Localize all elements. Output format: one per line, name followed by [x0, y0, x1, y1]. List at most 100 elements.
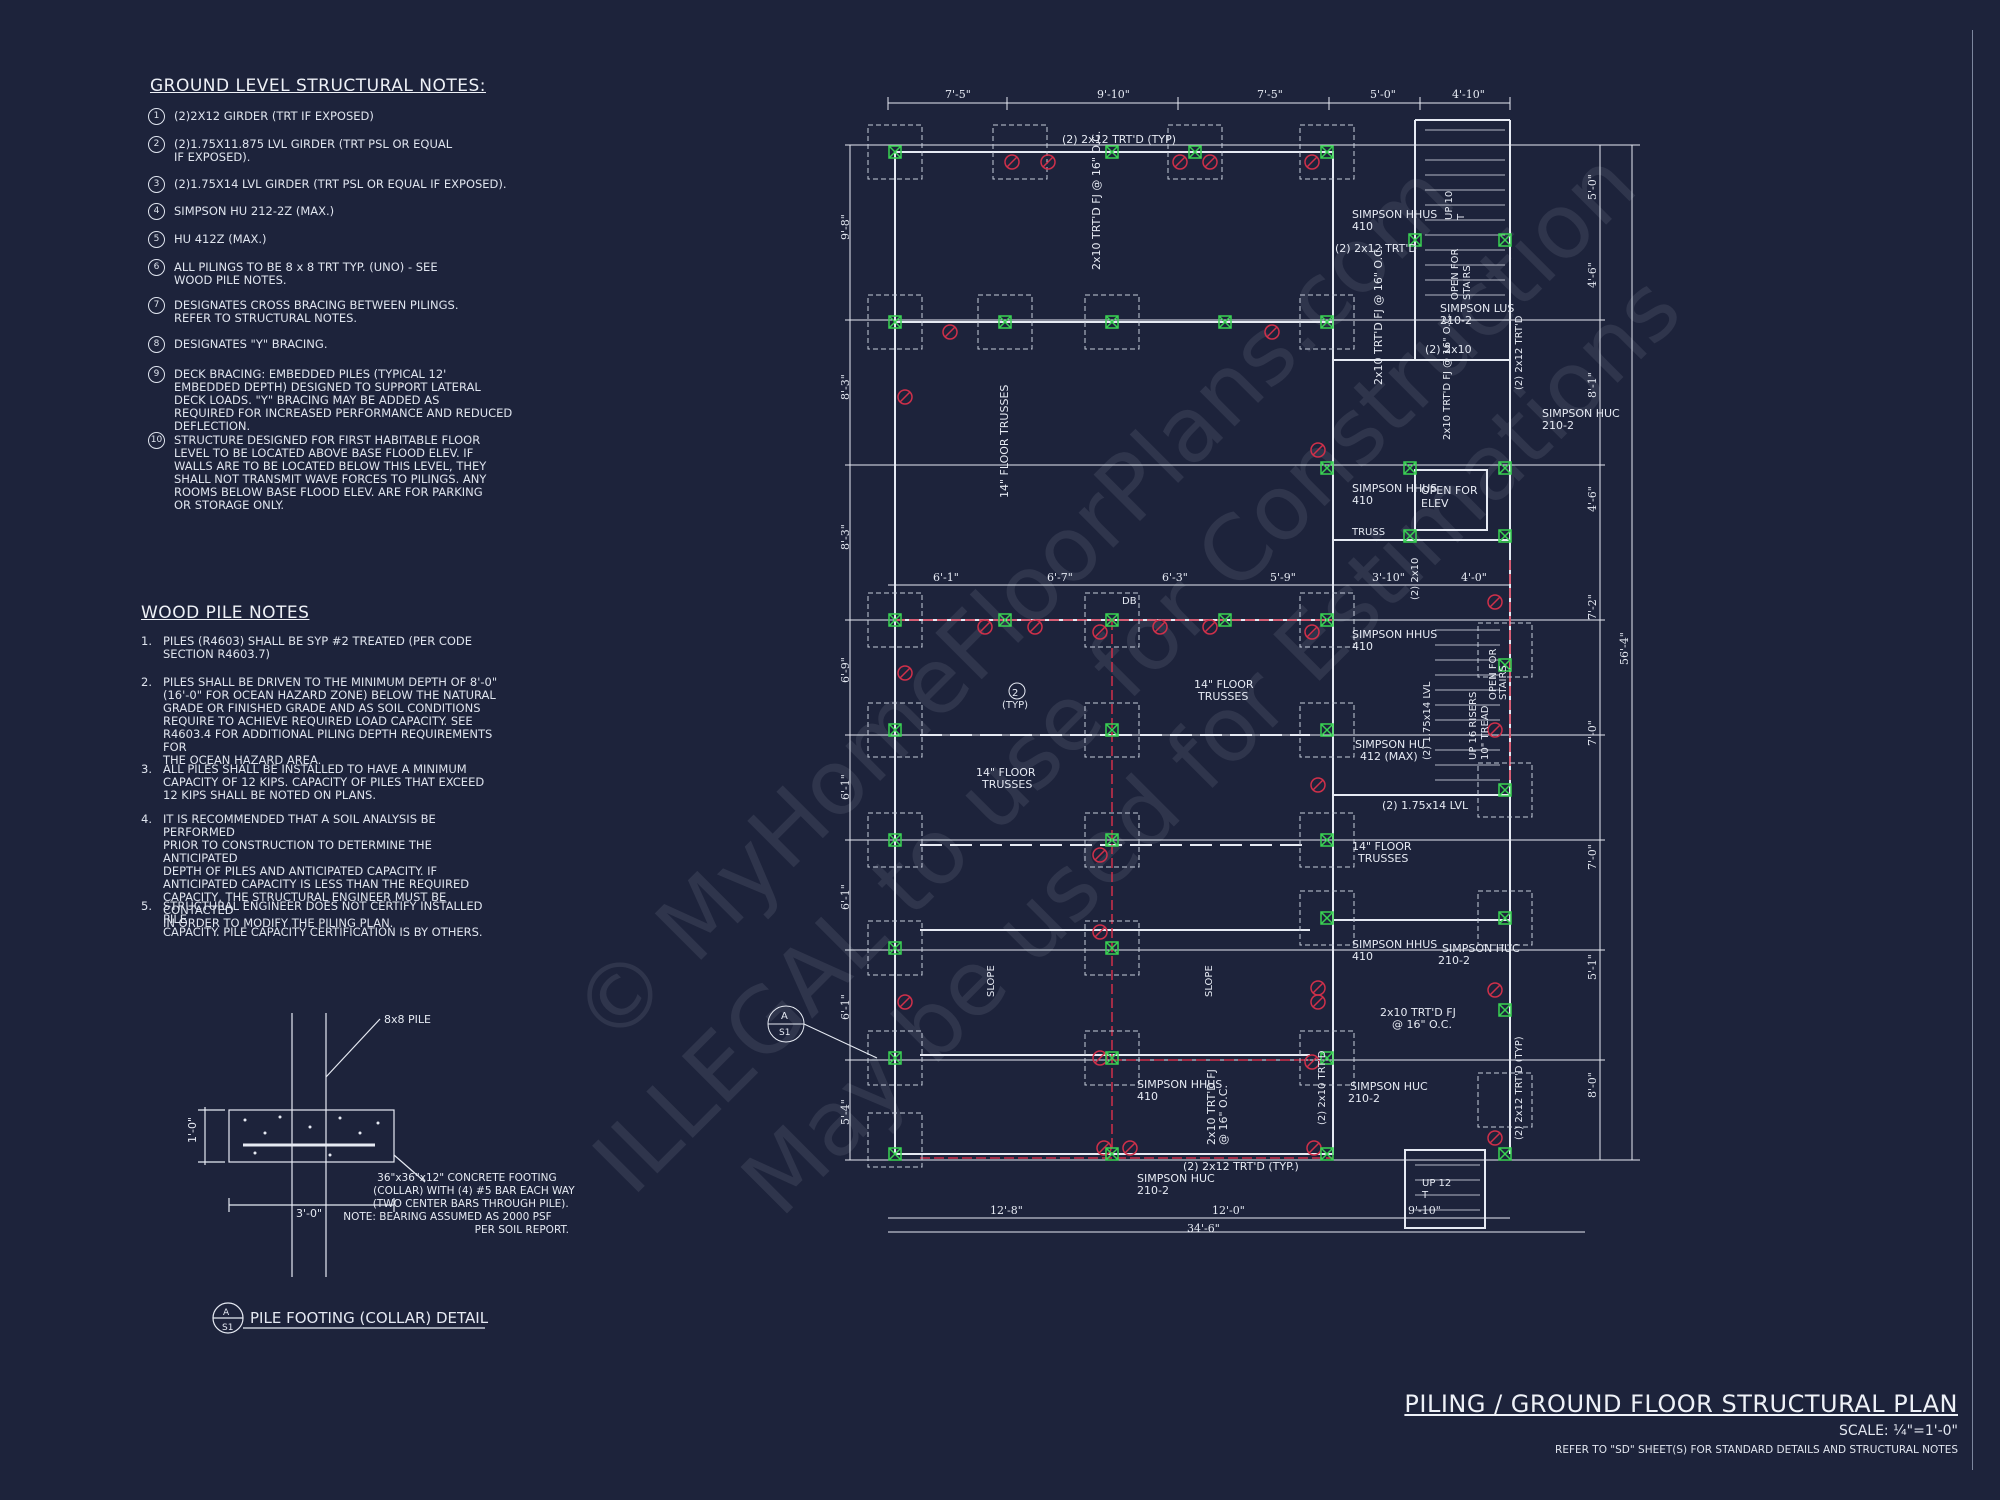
fj-mid-label: 2x10 TRT'D FJ @ 16" O.C.: [1372, 246, 1385, 385]
svg-text:6'-1": 6'-1": [933, 571, 959, 584]
svg-text:4'-0": 4'-0": [1461, 571, 1487, 584]
pile-box: [1084, 812, 1140, 868]
bracing-lines: [895, 560, 1511, 1159]
note-number: 6: [148, 259, 165, 276]
bracing-mark: [1487, 594, 1503, 610]
note-text: (2)1.75X14 LVL GIRDER (TRT PSL OR EQUAL …: [174, 177, 507, 191]
svg-text:(2) 2x12 TRT'D (TYP): (2) 2x12 TRT'D (TYP): [1062, 133, 1176, 146]
bracing-mark: [897, 389, 913, 405]
ground-note-item: 6 ALL PILINGS TO BE 8 x 8 TRT TYP. (UNO) …: [148, 259, 514, 287]
wood-notes-heading: WOOD PILE NOTES: [141, 603, 310, 623]
pile-box: [1477, 890, 1533, 946]
bracing-mark: [1310, 980, 1326, 996]
svg-text:(TYP): (TYP): [1002, 700, 1028, 711]
note-text: DECK BRACING: EMBEDDED PILES (TYPICAL 12…: [174, 367, 513, 433]
ground-notes-heading: GROUND LEVEL STRUCTURAL NOTES:: [150, 76, 486, 96]
svg-text:5'-0": 5'-0": [1370, 88, 1396, 101]
wood-note-item: 2.PILES SHALL BE DRIVEN TO THE MINIMUM D…: [141, 676, 503, 767]
svg-text:(2) 2x12 TRT'D: (2) 2x12 TRT'D: [1335, 242, 1417, 255]
svg-text:(2) 2x12 TRT'D: (2) 2x12 TRT'D: [1514, 315, 1525, 390]
note-text: ALL PILES SHALL BE INSTALLED TO HAVE A M…: [163, 762, 485, 802]
svg-text:(2) 2x10: (2) 2x10: [1425, 343, 1472, 356]
pile-boxes: [867, 124, 1533, 1168]
svg-text:6'-1": 6'-1": [839, 774, 852, 800]
pile-marker: [1105, 145, 1119, 159]
note-number: 1: [148, 108, 165, 125]
svg-text:6'-1": 6'-1": [839, 994, 852, 1020]
svg-text:7'-5": 7'-5": [945, 88, 971, 101]
svg-text:(2) 2x12 TRT'D (TYP.): (2) 2x12 TRT'D (TYP.): [1183, 1160, 1299, 1173]
pile-marker: [888, 145, 902, 159]
bracing-mark: [1304, 154, 1320, 170]
svg-text:7'-0": 7'-0": [1586, 844, 1599, 870]
note-number: 5: [148, 231, 165, 248]
ground-note-item: 1(2)2X12 GIRDER (TRT IF EXPOSED): [148, 108, 514, 125]
wood-note-item: 5.STRUCTURAL ENGINEER DOES NOT CERTIFY I…: [141, 899, 503, 939]
sheet-title: PILING / GROUND FLOOR STRUCTURAL PLAN: [1404, 1390, 1958, 1418]
note-number: 8: [148, 336, 165, 353]
svg-text:8'-0": 8'-0": [1586, 1072, 1599, 1098]
bracing-mark: [1487, 982, 1503, 998]
svg-text:5'-0": 5'-0": [1586, 174, 1599, 200]
note-text: STRUCTURAL ENGINEER DOES NOT CERTIFY INS…: [163, 899, 483, 939]
pile-marker: [1498, 1003, 1512, 1017]
svg-text:(2) 2x10 TRT'D: (2) 2x10 TRT'D: [1317, 1050, 1328, 1125]
pile-marker: [1320, 833, 1334, 847]
pile-marker: [1188, 145, 1202, 159]
svg-text:S1: S1: [779, 1028, 790, 1038]
pile-marker: [1498, 233, 1512, 247]
bracing-mark: [1310, 777, 1326, 793]
pile-marker: [1320, 461, 1334, 475]
svg-text:5'-1": 5'-1": [1586, 954, 1599, 980]
svg-text:9'-10": 9'-10": [1097, 88, 1130, 101]
bracing-mark: [1310, 442, 1326, 458]
svg-text:12'-0": 12'-0": [1212, 1204, 1245, 1217]
pile-box: [867, 812, 923, 868]
bracing-mark: [1202, 619, 1218, 635]
svg-text:2: 2: [1012, 688, 1018, 699]
svg-text:TRUSS: TRUSS: [1351, 527, 1385, 538]
fj-small-label: 2x10 TRT'D FJ @ 16" O.C.: [1442, 313, 1453, 440]
detail-title: PILE FOOTING (COLLAR) DETAIL: [250, 1309, 489, 1327]
pile-box: [1477, 1072, 1533, 1128]
svg-text:6'-7": 6'-7": [1047, 571, 1073, 584]
pile-marker: [1105, 1051, 1119, 1065]
pile-marker: [1105, 1147, 1119, 1161]
note-text: HU 412Z (MAX.): [174, 232, 267, 246]
svg-text:(2) 2x12 TRT'D (TYP): (2) 2x12 TRT'D (TYP): [1514, 1036, 1525, 1140]
pile-marker: [1105, 723, 1119, 737]
pile-marker: [1218, 315, 1232, 329]
bracing-mark: [1004, 154, 1020, 170]
structure-outline: [894, 119, 1511, 1229]
pile-box: [1299, 1030, 1355, 1086]
sheet-scale: SCALE: ¼"=1'-0": [1839, 1423, 1958, 1439]
height-dimension: 1'-0": [186, 1117, 199, 1143]
note-text: DESIGNATES "Y" BRACING.: [174, 337, 328, 351]
note-number: 4.: [141, 812, 152, 826]
pile-marker: [888, 1051, 902, 1065]
svg-text:5'-4": 5'-4": [839, 1099, 852, 1125]
pile-box: [992, 124, 1048, 180]
stair-treads: [1415, 129, 1505, 1211]
bracing-mark: [897, 994, 913, 1010]
sheet-border: [1972, 30, 1973, 1470]
pile-marker: [1105, 613, 1119, 627]
pile-marker: [1498, 783, 1512, 797]
pile-marker: [1498, 1147, 1512, 1161]
pile-box: [867, 1030, 923, 1086]
wood-note-item: 4.IT IS RECOMMENDED THAT A SOIL ANALYSIS…: [141, 813, 503, 930]
svg-text:3'-10": 3'-10": [1372, 571, 1405, 584]
pile-marker: [888, 833, 902, 847]
width-dimension: 3'-0": [296, 1207, 322, 1220]
svg-text:(2) 1.75x14 LVL: (2) 1.75x14 LVL: [1422, 681, 1433, 760]
note-text: ALL PILINGS TO BE 8 x 8 TRT TYP. (UNO) -…: [174, 260, 438, 287]
pile-box: [1299, 124, 1355, 180]
